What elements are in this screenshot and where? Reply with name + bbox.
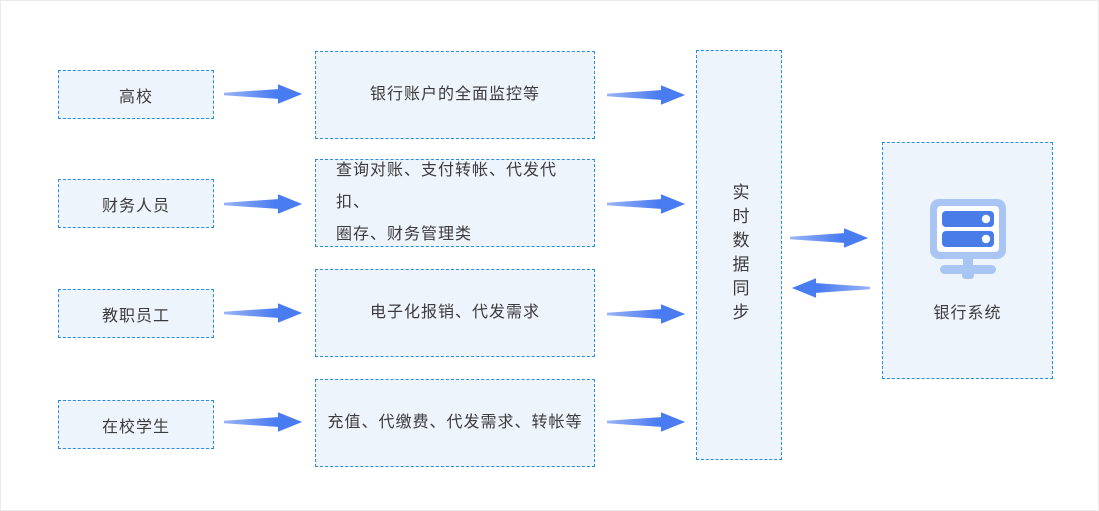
service-line: 查询对账、支付转帐、代发代扣、: [336, 162, 558, 211]
arrow-bank-to-sync: [791, 278, 870, 298]
arrow-service3-to-sync: [607, 304, 686, 324]
server-icon: [929, 198, 1006, 279]
actor-box-faculty-staff: 教职员工: [58, 289, 214, 338]
arrow-students-to-service: [224, 412, 303, 432]
arrow-university-to-service: [224, 84, 303, 104]
service-box-student-payments: 充值、代缴费、代发需求、转帐等: [315, 379, 595, 467]
arrow-service1-to-sync: [607, 85, 686, 105]
realtime-sync-label: 实时数据同步: [729, 183, 749, 327]
actor-label: 在校学生: [101, 418, 170, 436]
service-box-finance-operations: 查询对账、支付转帐、代发代扣、 圈存、财务管理类: [315, 159, 595, 247]
arrow-service4-to-sync: [607, 412, 686, 432]
actor-box-university: 高校: [58, 70, 214, 119]
arrow-finance-staff-to-service: [224, 194, 303, 214]
bank-system-label: 银行系统: [933, 304, 1002, 322]
service-box-account-monitoring: 银行账户的全面监控等: [315, 51, 595, 139]
service-line: 银行账户的全面监控等: [369, 86, 540, 103]
actor-box-finance-staff: 财务人员: [58, 179, 214, 228]
bank-system-box: 银行系统: [882, 142, 1053, 379]
actor-label: 财务人员: [101, 197, 170, 215]
service-box-reimbursement: 电子化报销、代发需求: [315, 269, 595, 357]
service-line: 电子化报销、代发需求: [369, 304, 540, 321]
arrow-faculty-to-service: [224, 303, 303, 323]
actor-box-students: 在校学生: [58, 400, 214, 449]
actor-label: 高校: [118, 88, 153, 106]
realtime-sync-box: 实时数据同步: [696, 50, 782, 460]
service-line: 圈存、财务管理类: [336, 226, 473, 243]
service-line: 充值、代缴费、代发需求、转帐等: [327, 414, 583, 431]
actor-label: 教职员工: [101, 307, 170, 325]
arrow-service2-to-sync: [607, 194, 686, 214]
arrow-sync-to-bank: [790, 228, 869, 248]
